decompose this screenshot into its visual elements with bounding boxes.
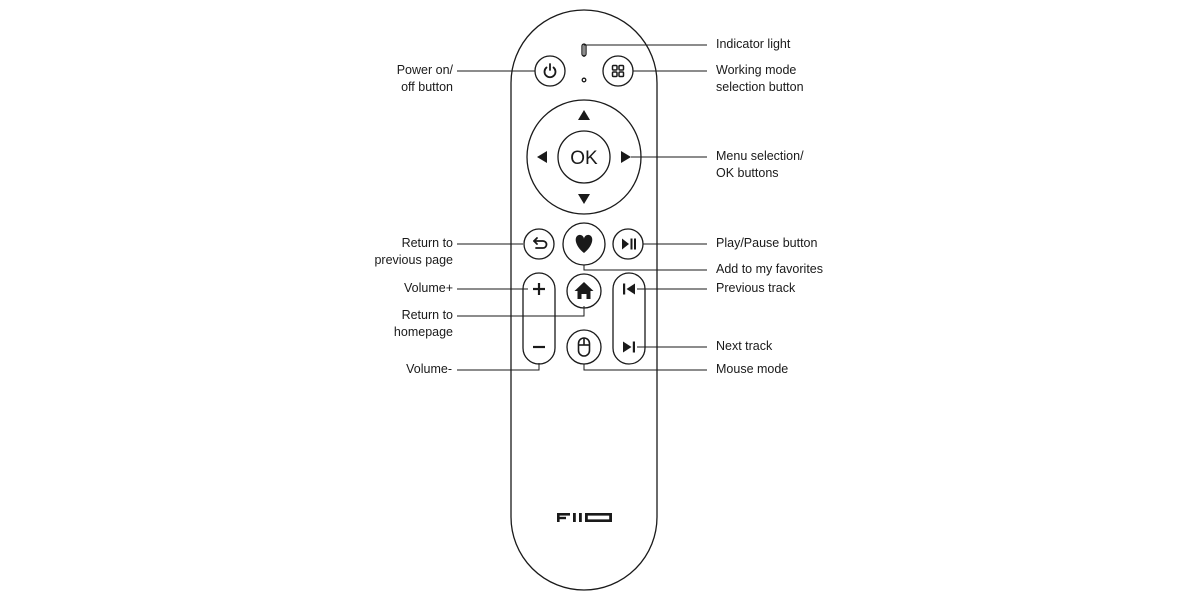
mode-button[interactable] <box>602 55 634 87</box>
next-track-icon <box>623 341 635 353</box>
label-menu-text: Menu selection/ OK buttons <box>716 149 804 180</box>
label-menu: Menu selection/ OK buttons <box>716 148 804 182</box>
volume-rocker[interactable] <box>522 272 556 365</box>
plus-icon <box>533 283 545 295</box>
label-return-home: Return to homepage <box>394 307 453 341</box>
label-indicator: Indicator light <box>716 36 790 53</box>
label-power: Power on/ off button <box>397 62 453 96</box>
label-next-track: Next track <box>716 338 772 355</box>
back-button[interactable] <box>523 228 555 260</box>
label-power-text: Power on/ off button <box>396 63 453 94</box>
label-volume-up-text: Volume+ <box>404 281 453 295</box>
label-previous-track: Previous track <box>716 280 795 297</box>
label-play-pause-text: Play/Pause button <box>716 236 818 250</box>
label-next-track-text: Next track <box>716 339 773 353</box>
heart-icon <box>575 234 593 253</box>
label-mode-text: Working mode selection button <box>716 63 804 94</box>
previous-track-icon <box>623 283 635 295</box>
home-icon <box>574 282 594 299</box>
label-play-pause: Play/Pause button <box>716 235 817 252</box>
label-volume-down: Volume- <box>406 361 452 378</box>
power-icon <box>543 63 557 79</box>
label-volume-up: Volume+ <box>404 280 453 297</box>
track-rocker[interactable] <box>612 272 646 365</box>
label-mouse-text: Mouse mode <box>716 362 789 376</box>
label-return-home-text: Return to homepage <box>393 308 453 339</box>
back-arrow-icon <box>533 237 548 249</box>
mouse-icon <box>577 337 591 357</box>
grid-icon <box>611 64 625 78</box>
label-favorites: Add to my favorites <box>716 261 823 278</box>
callout-lines <box>457 44 707 371</box>
label-indicator-text: Indicator light <box>716 37 791 51</box>
label-previous-track-text: Previous track <box>716 281 796 295</box>
label-return-previous-text: Return to previous page <box>374 236 453 267</box>
ok-label: OK <box>570 148 598 169</box>
ok-button[interactable] <box>557 130 611 184</box>
label-mouse: Mouse mode <box>716 361 788 378</box>
label-volume-down-text: Volume- <box>406 362 452 376</box>
mouse-button[interactable] <box>566 329 602 365</box>
arrow-up-icon <box>578 110 590 120</box>
arrow-right-icon <box>621 151 631 163</box>
label-favorites-text: Add to my favorites <box>716 262 823 276</box>
arrow-down-icon <box>578 194 590 204</box>
power-button[interactable] <box>534 55 566 87</box>
play-pause-icon <box>622 238 636 250</box>
label-return-previous: Return to previous page <box>374 235 453 269</box>
brand-logo <box>557 513 612 522</box>
remote-body <box>510 9 658 591</box>
label-mode: Working mode selection button <box>716 62 804 96</box>
arrow-left-icon <box>537 151 547 163</box>
